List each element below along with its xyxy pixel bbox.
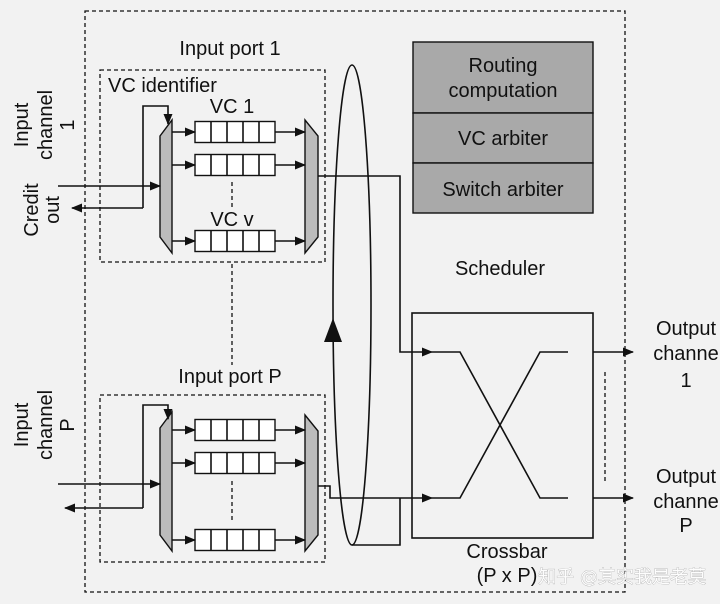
output-channel-p-label-line-3: P bbox=[679, 515, 692, 537]
input-port-p-demux bbox=[159, 409, 173, 554]
vc-identifier-feedback-arrow bbox=[142, 105, 173, 208]
scheduler: Routing computation VC arbiter Switch ar… bbox=[412, 41, 594, 280]
vc-buffer bbox=[194, 153, 276, 177]
output-channel-1-label-line-1: Output bbox=[656, 318, 716, 340]
input-port-1-box bbox=[99, 69, 326, 263]
input-port-p-to-crossbar-arrow bbox=[318, 485, 433, 503]
input-port-p-title: Input port P bbox=[178, 366, 281, 388]
crossbar-path-p-to-1 bbox=[432, 351, 568, 499]
output-channel-p-label-line-1: Output bbox=[656, 466, 716, 488]
input-port-1-vc-buffers bbox=[172, 120, 306, 253]
input-port-1-title: Input port 1 bbox=[179, 38, 280, 60]
vc-identifier-label: VC identifier bbox=[108, 75, 217, 97]
vc-buffer-outline bbox=[194, 229, 276, 253]
routing-computation-label-line-2: computation bbox=[449, 80, 558, 102]
input-channel-p-label-line-1: Input bbox=[11, 402, 33, 447]
vc-buffer bbox=[194, 418, 276, 442]
input-channel-1-label-line-2: channel bbox=[35, 90, 57, 160]
input-port-1-mux bbox=[304, 118, 319, 255]
vc-identifier-feedback-arrow bbox=[142, 404, 173, 508]
credit-out-label: Credit out bbox=[21, 183, 64, 237]
vc-1-label: VC 1 bbox=[210, 96, 254, 118]
routing-computation-block bbox=[412, 41, 594, 114]
vc-buffer bbox=[194, 451, 276, 475]
vc-buffer bbox=[194, 229, 276, 253]
vc-v-label: VC v bbox=[210, 209, 253, 231]
input-channel-1-label-line-3: 1 bbox=[57, 119, 79, 130]
input-port-p-vc-buffers bbox=[172, 418, 306, 552]
control-bus-up-arrow bbox=[324, 318, 342, 342]
vc-buffer-outline bbox=[194, 528, 276, 552]
input-channel-1-label-line-1: Input bbox=[11, 102, 33, 147]
output-channel-p-label: Output channe P bbox=[653, 466, 719, 537]
router-boundary bbox=[84, 10, 626, 593]
vc-buffer-outline bbox=[194, 120, 276, 144]
input-port-p-mux bbox=[304, 413, 319, 553]
crossbar-size-label: (P x P) bbox=[477, 565, 538, 587]
switch-arbiter-label: Switch arbiter bbox=[442, 179, 563, 201]
vc-buffer bbox=[194, 120, 276, 144]
vc-buffer bbox=[194, 528, 276, 552]
credit-out-label-line-1: Credit bbox=[21, 183, 43, 237]
input-channel-p-label-line-3: P bbox=[57, 418, 79, 431]
control-bus-ellipse bbox=[332, 64, 372, 546]
watermark: 知乎 @其实我是老莫 bbox=[538, 567, 706, 588]
output-channel-1-label-line-2: channe bbox=[653, 343, 719, 365]
crossbar: Crossbar (P x P) bbox=[411, 312, 594, 587]
control-bus-link bbox=[352, 498, 401, 546]
input-channel-1-label: Input channel 1 bbox=[11, 90, 79, 160]
input-channel-p-label-line-2: channel bbox=[35, 390, 57, 460]
vc-buffer-outline bbox=[194, 153, 276, 177]
vc-buffer-outline bbox=[194, 451, 276, 475]
switch-arbiter-block bbox=[412, 162, 594, 214]
credit-out-label-line-2: out bbox=[42, 196, 64, 224]
input-channel-p-label: Input channel P bbox=[11, 390, 79, 460]
input-port-1: Input port 1 VC identifier VC 1 VC v bbox=[58, 38, 433, 357]
output-channel-1-label-line-3: 1 bbox=[680, 370, 691, 392]
input-port-p-box bbox=[99, 394, 326, 563]
input-port-1-demux bbox=[159, 117, 173, 256]
vc-buffer-outline bbox=[194, 418, 276, 442]
scheduler-label: Scheduler bbox=[455, 258, 545, 280]
routing-computation-label-line-1: Routing bbox=[469, 55, 538, 77]
crossbar-box bbox=[411, 312, 594, 539]
output-channel-p-label-line-2: channe bbox=[653, 491, 719, 513]
output-channel-1-label: Output channe 1 bbox=[653, 318, 719, 392]
input-port-1-to-crossbar-arrow bbox=[318, 175, 433, 357]
input-port-p: Input port P bbox=[58, 366, 433, 563]
crossbar-label: Crossbar bbox=[466, 541, 547, 563]
vc-arbiter-label: VC arbiter bbox=[458, 128, 548, 150]
